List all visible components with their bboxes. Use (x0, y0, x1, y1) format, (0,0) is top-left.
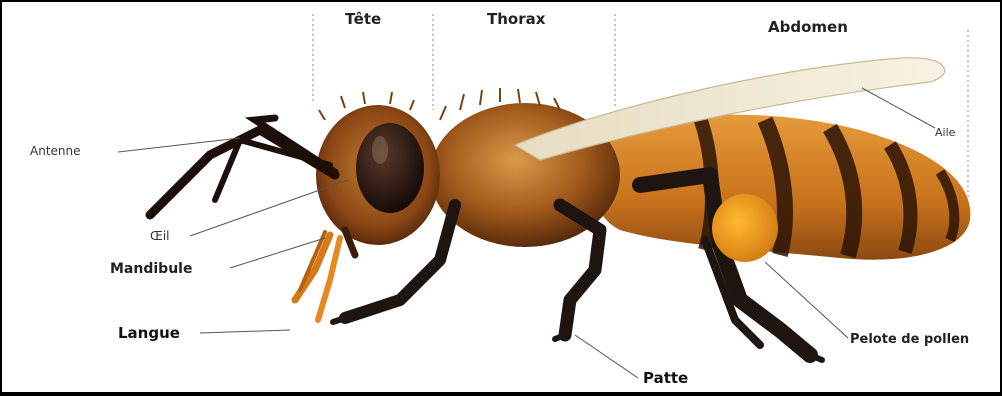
wing-label: Aile (935, 126, 955, 139)
antenna-shape (150, 118, 335, 215)
mandible-label: Mandibule (110, 261, 192, 277)
section-head-label: Tête (345, 10, 381, 28)
tongue-label: Langue (118, 324, 180, 342)
section-thorax-label: Thorax (487, 10, 545, 28)
pollen-label: Pelote de pollen (850, 332, 969, 347)
pollen-ball-shape (712, 194, 778, 262)
section-abdomen-label: Abdomen (768, 18, 848, 36)
mouthparts-shape (295, 230, 355, 320)
antenna-label: Antenne (30, 144, 81, 158)
leg-label: Patte (643, 369, 688, 387)
eye-shape (356, 123, 424, 213)
eye-label: Œil (150, 229, 170, 243)
